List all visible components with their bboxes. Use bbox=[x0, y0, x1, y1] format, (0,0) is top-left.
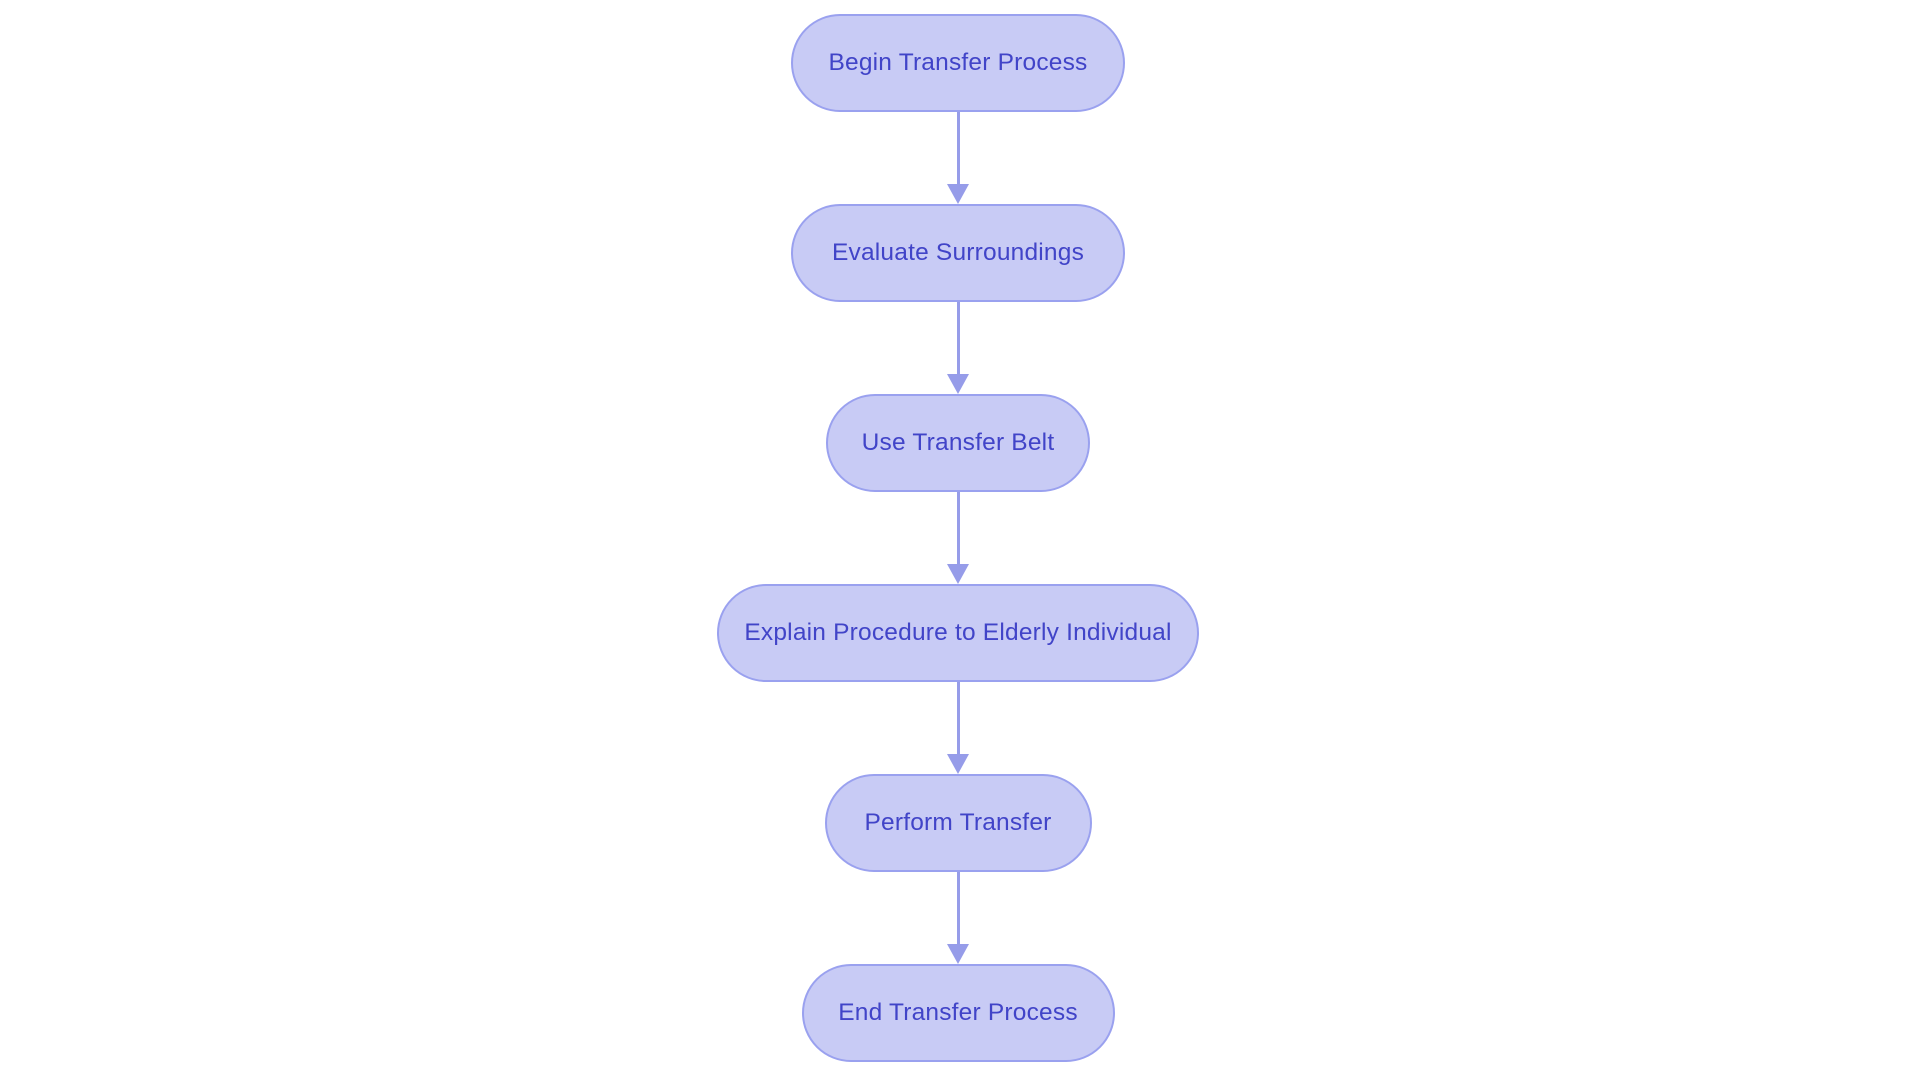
arrow-shaft bbox=[956, 112, 960, 184]
node-use-transfer-belt: Use Transfer Belt bbox=[826, 394, 1090, 492]
node-label: Perform Transfer bbox=[864, 809, 1052, 836]
flow-arrow-4 bbox=[947, 682, 969, 774]
arrowhead-down-icon bbox=[947, 564, 969, 584]
arrowhead-down-icon bbox=[947, 944, 969, 964]
flowchart: Begin Transfer Process Evaluate Surround… bbox=[717, 0, 1199, 1083]
flow-arrow-2 bbox=[947, 302, 969, 394]
node-perform-transfer: Perform Transfer bbox=[824, 774, 1092, 872]
node-begin-transfer-process: Begin Transfer Process bbox=[791, 14, 1125, 112]
node-label: Explain Procedure to Elderly Individual bbox=[744, 619, 1172, 646]
flow-arrow-5 bbox=[947, 872, 969, 964]
arrow-shaft bbox=[956, 302, 960, 374]
node-label: Begin Transfer Process bbox=[828, 49, 1088, 76]
arrow-shaft bbox=[956, 872, 960, 944]
flow-arrow-3 bbox=[947, 492, 969, 584]
arrowhead-down-icon bbox=[947, 754, 969, 774]
arrow-shaft bbox=[956, 682, 960, 754]
node-explain-procedure-to-elderly-individual: Explain Procedure to Elderly Individual bbox=[717, 584, 1199, 682]
node-label: Evaluate Surroundings bbox=[831, 239, 1085, 266]
arrow-shaft bbox=[956, 492, 960, 564]
node-evaluate-surroundings: Evaluate Surroundings bbox=[791, 204, 1125, 302]
arrowhead-down-icon bbox=[947, 184, 969, 204]
node-label: End Transfer Process bbox=[838, 999, 1078, 1026]
arrowhead-down-icon bbox=[947, 374, 969, 394]
node-end-transfer-process: End Transfer Process bbox=[801, 964, 1115, 1062]
flow-arrow-1 bbox=[947, 112, 969, 204]
node-label: Use Transfer Belt bbox=[861, 429, 1055, 456]
